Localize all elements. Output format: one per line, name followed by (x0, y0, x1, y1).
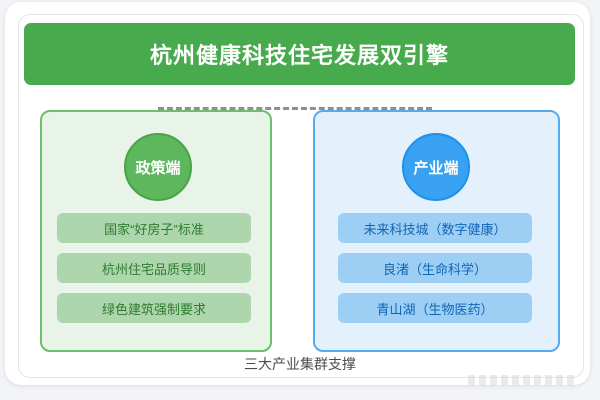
industry-item: 青山湖（生物医药） (338, 293, 532, 323)
caption: 三大产业集群支撑 (244, 356, 356, 372)
industry-panel: 产业端 未来科技城（数字健康） 良渚（生命科学） 青山湖（生物医药） (313, 110, 560, 352)
industry-circle-label: 产业端 (413, 159, 459, 177)
dashed-connector-line (158, 107, 432, 110)
industry-item: 未来科技城（数字健康） (338, 213, 532, 243)
watermark (468, 375, 578, 385)
industry-circle-badge: 产业端 (402, 133, 470, 201)
industry-item: 良渚（生命科学） (338, 253, 532, 283)
policy-panel: 政策端 国家“好房子”标准 杭州住宅品质导则 绿色建筑强制要求 (40, 110, 272, 352)
policy-circle-badge: 政策端 (124, 133, 192, 201)
page-title: 杭州健康科技住宅发展双引擎 (149, 43, 449, 68)
policy-item: 国家“好房子”标准 (57, 213, 251, 243)
policy-item: 绿色建筑强制要求 (57, 293, 251, 323)
title-banner: 杭州健康科技住宅发展双引擎 (24, 23, 575, 85)
policy-circle-label: 政策端 (135, 159, 181, 177)
policy-item: 杭州住宅品质导则 (57, 253, 251, 283)
